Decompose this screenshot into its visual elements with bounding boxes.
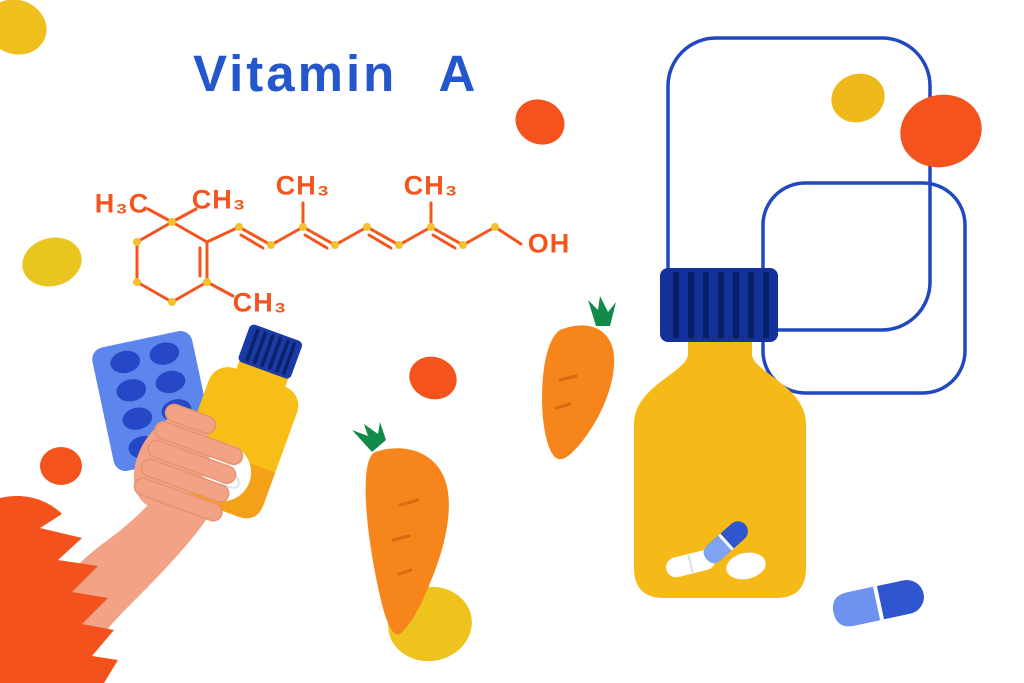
hand-and-arm — [0, 403, 244, 683]
orange-dot-center — [409, 356, 457, 400]
methyl-bond-gem-left — [146, 207, 174, 224]
finger-3 — [140, 458, 230, 503]
carrot-small — [542, 296, 616, 460]
bottle-pill-blue-capsule — [703, 521, 748, 564]
orange-dot-top-center — [515, 99, 565, 145]
carrot-large-body — [365, 448, 449, 635]
formula-label-ch3-ring-bottom: CH₃ — [232, 287, 288, 318]
formula-label-oh: OH — [527, 228, 571, 259]
page-title: Vitamin A — [193, 45, 479, 102]
loose-blue-capsule — [832, 580, 924, 627]
orange-dot-top-right — [900, 94, 982, 168]
bottle-pill-white-capsule — [666, 550, 716, 578]
carrot-small-body — [542, 325, 615, 460]
cyclohexene-ring — [135, 220, 209, 304]
carrot-large-marks — [391, 498, 420, 576]
formula-label-ch3-chain-left: CH₃ — [275, 170, 331, 201]
bottle-body — [634, 340, 806, 598]
fingers — [133, 403, 244, 522]
ruffled-sleeve — [0, 495, 118, 683]
structure-vertex-dots — [133, 218, 499, 306]
finger-2 — [147, 439, 237, 484]
thumb — [164, 403, 217, 435]
bottle-pill-white-oval — [726, 552, 766, 580]
bottle-cap-ridges — [673, 272, 769, 338]
carrot-small-leaves — [588, 296, 616, 326]
formula-label-h3c: H₃C — [94, 188, 150, 219]
carrot-large — [352, 422, 449, 635]
formula-label-ch3-chain-right: CH₃ — [403, 170, 459, 201]
large-vitamin-bottle — [634, 268, 806, 598]
chain-double-bond-1 — [239, 233, 265, 250]
chain-double-bond-3 — [367, 233, 393, 250]
yellow-dot-top-right — [831, 73, 885, 123]
chain-double-bond-2 — [303, 233, 329, 250]
carrot-large-leaves — [352, 422, 386, 452]
yellow-dot-left — [22, 237, 82, 287]
orange-dot-lower-left — [40, 447, 82, 485]
methyl-bond-ring-bottom — [205, 280, 235, 298]
chain-double-bond-4 — [431, 233, 457, 250]
frame-bottom — [761, 181, 967, 395]
yellow-dot-top-left — [0, 0, 47, 55]
retinol-structure-bonds — [135, 201, 523, 304]
carrot-small-marks — [554, 374, 578, 410]
formula-label-ch3-ring-top: CH₃ — [191, 184, 247, 215]
finger-1 — [154, 421, 244, 466]
methyl-bond-gem-right — [170, 207, 198, 224]
small-bottle-cap-ridges — [245, 328, 297, 375]
finger-4 — [133, 477, 223, 522]
